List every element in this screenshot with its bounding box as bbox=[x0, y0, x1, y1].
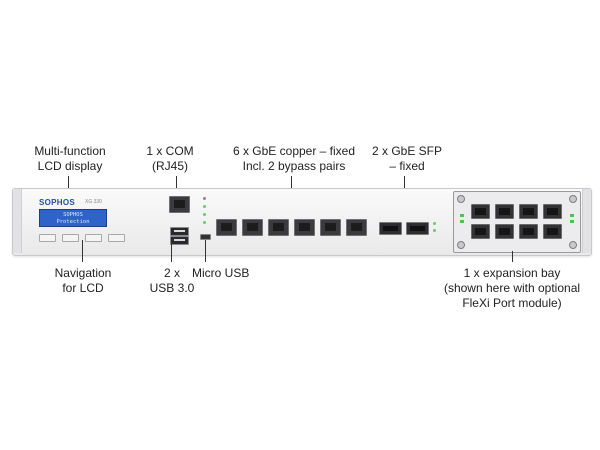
expansion-bay bbox=[453, 191, 581, 253]
micro-usb-port bbox=[200, 234, 211, 240]
model-label: XG 330 bbox=[85, 199, 102, 205]
screw-icon bbox=[569, 195, 577, 203]
flexi-port bbox=[471, 224, 490, 239]
label-line: Navigation bbox=[54, 266, 112, 280]
lcd-nav-button[interactable] bbox=[62, 234, 79, 242]
usb-port bbox=[170, 236, 189, 245]
screw-icon bbox=[457, 241, 465, 249]
lcd-nav-button[interactable] bbox=[39, 234, 56, 242]
label-line: 1 x COM bbox=[146, 144, 194, 158]
bay-led bbox=[570, 220, 574, 223]
label-usb: 2 x USB 3.0 bbox=[132, 266, 212, 296]
label-line: Multi-function bbox=[34, 144, 106, 158]
label-line: USB 3.0 bbox=[149, 281, 195, 295]
gbe-copper-port bbox=[242, 219, 263, 236]
label-com-port: 1 x COM (RJ45) bbox=[130, 144, 210, 174]
status-led bbox=[203, 205, 206, 208]
lcd-nav-button[interactable] bbox=[85, 234, 102, 242]
lcd-line: Protection bbox=[56, 219, 90, 225]
com-rj45-port bbox=[169, 196, 190, 213]
bay-led bbox=[460, 220, 464, 223]
gbe-copper-port bbox=[320, 219, 341, 236]
label-line: FleXi Port module) bbox=[462, 296, 562, 310]
screw-icon bbox=[457, 195, 465, 203]
flexi-port bbox=[519, 224, 538, 239]
label-lcd-display: Multi-function LCD display bbox=[20, 144, 120, 174]
gbe-sfp-port bbox=[406, 222, 429, 235]
brand-logo: SOPHOS bbox=[39, 198, 76, 207]
leader-line-micro-usb bbox=[205, 240, 206, 262]
status-led bbox=[203, 197, 206, 200]
label-line: 2 x bbox=[163, 266, 180, 280]
sfp-led bbox=[433, 229, 436, 232]
label-line: 1 x expansion bay bbox=[463, 266, 561, 280]
label-line: 2 x GbE SFP bbox=[371, 144, 443, 158]
rack-ear-right bbox=[582, 189, 591, 253]
rack-ear-left bbox=[13, 189, 22, 253]
label-line: for LCD bbox=[62, 281, 104, 295]
label-sfp-ports: 2 x GbE SFP – fixed bbox=[362, 144, 452, 174]
lcd-line: SOPHOS bbox=[63, 212, 83, 218]
label-line: (shown here with optional bbox=[443, 281, 581, 295]
flexi-port bbox=[495, 204, 514, 219]
bay-led bbox=[460, 214, 464, 217]
gbe-copper-port bbox=[268, 219, 289, 236]
screw-icon bbox=[569, 241, 577, 249]
label-line: Micro USB bbox=[192, 266, 250, 280]
status-led bbox=[203, 221, 206, 224]
usb-port bbox=[170, 227, 189, 236]
flexi-port bbox=[519, 204, 538, 219]
label-line: LCD display bbox=[37, 159, 103, 173]
label-expansion-bay: 1 x expansion bay (shown here with optio… bbox=[432, 266, 592, 311]
gbe-copper-port bbox=[294, 219, 315, 236]
flexi-port bbox=[543, 204, 562, 219]
status-led bbox=[203, 213, 206, 216]
gbe-copper-port bbox=[216, 219, 237, 236]
sfp-led bbox=[433, 222, 436, 225]
leader-line-usb bbox=[171, 243, 172, 262]
label-micro-usb: Micro USB bbox=[192, 266, 272, 281]
leader-line-com bbox=[176, 176, 177, 198]
label-navigation: Navigation for LCD bbox=[38, 266, 128, 296]
label-line: – fixed bbox=[389, 159, 425, 173]
flexi-port bbox=[495, 224, 514, 239]
label-line: 6 x GbE copper – fixed bbox=[232, 144, 356, 158]
firewall-appliance: SOPHOS XG 330 SOPHOS Protection bbox=[12, 188, 592, 256]
leader-line-nav bbox=[82, 240, 83, 262]
leader-line-bay bbox=[512, 251, 513, 262]
gbe-copper-port bbox=[346, 219, 367, 236]
label-copper-ports: 6 x GbE copper – fixed Incl. 2 bypass pa… bbox=[214, 144, 374, 174]
bay-led bbox=[570, 214, 574, 217]
label-line: Incl. 2 bypass pairs bbox=[242, 159, 346, 173]
gbe-sfp-port bbox=[379, 222, 402, 235]
label-line: (RJ45) bbox=[151, 159, 188, 173]
lcd-nav-button[interactable] bbox=[108, 234, 125, 242]
lcd-display: SOPHOS Protection bbox=[39, 209, 107, 227]
flexi-port bbox=[471, 204, 490, 219]
flexi-port bbox=[543, 224, 562, 239]
